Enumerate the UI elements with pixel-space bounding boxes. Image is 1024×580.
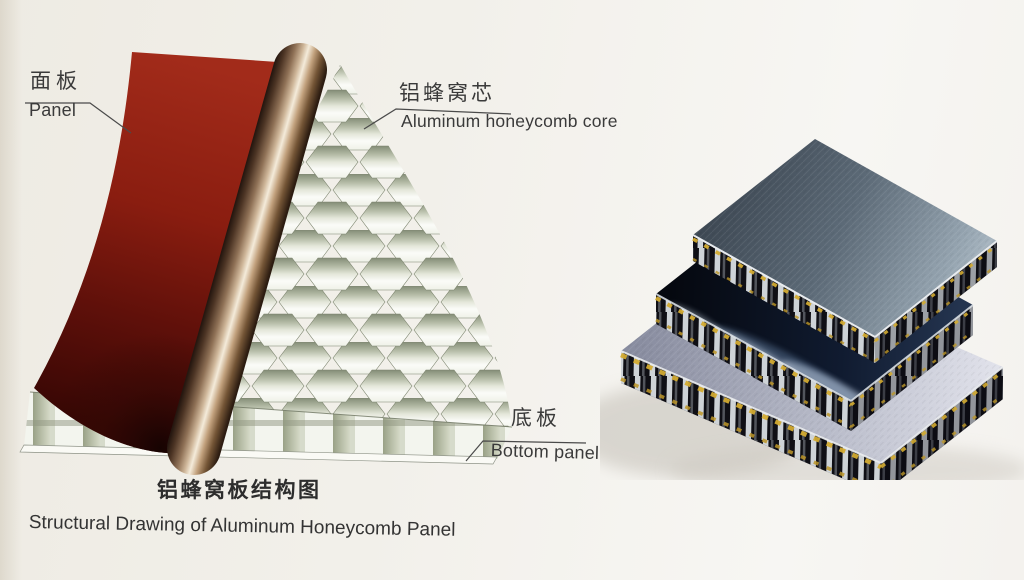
peeled-panel-roll	[167, 43, 327, 475]
structural-drawing	[19, 43, 587, 475]
panel-leader-line	[25, 102, 132, 134]
bottom-panel-leader-line	[465, 440, 587, 462]
stacked-panels-photo	[600, 139, 1024, 480]
panel-label-zh: 面板	[30, 70, 82, 93]
face-panel-curl-shadow	[34, 52, 307, 454]
core-label-en: Aluminum honeycomb core	[401, 111, 618, 131]
photo-top-panel	[692, 139, 998, 363]
bottom-panel-label-en: Bottom panel	[490, 440, 600, 464]
core-label-zh: 铝蜂窝芯	[399, 82, 495, 105]
caption-title-zh: 铝蜂窝板结构图	[157, 479, 322, 502]
panel-label-en: Panel	[29, 100, 77, 120]
bottom-panel-label-zh: 底板	[510, 406, 562, 431]
core-leader-line	[363, 108, 512, 130]
bottom-panel-sheet	[19, 444, 498, 465]
